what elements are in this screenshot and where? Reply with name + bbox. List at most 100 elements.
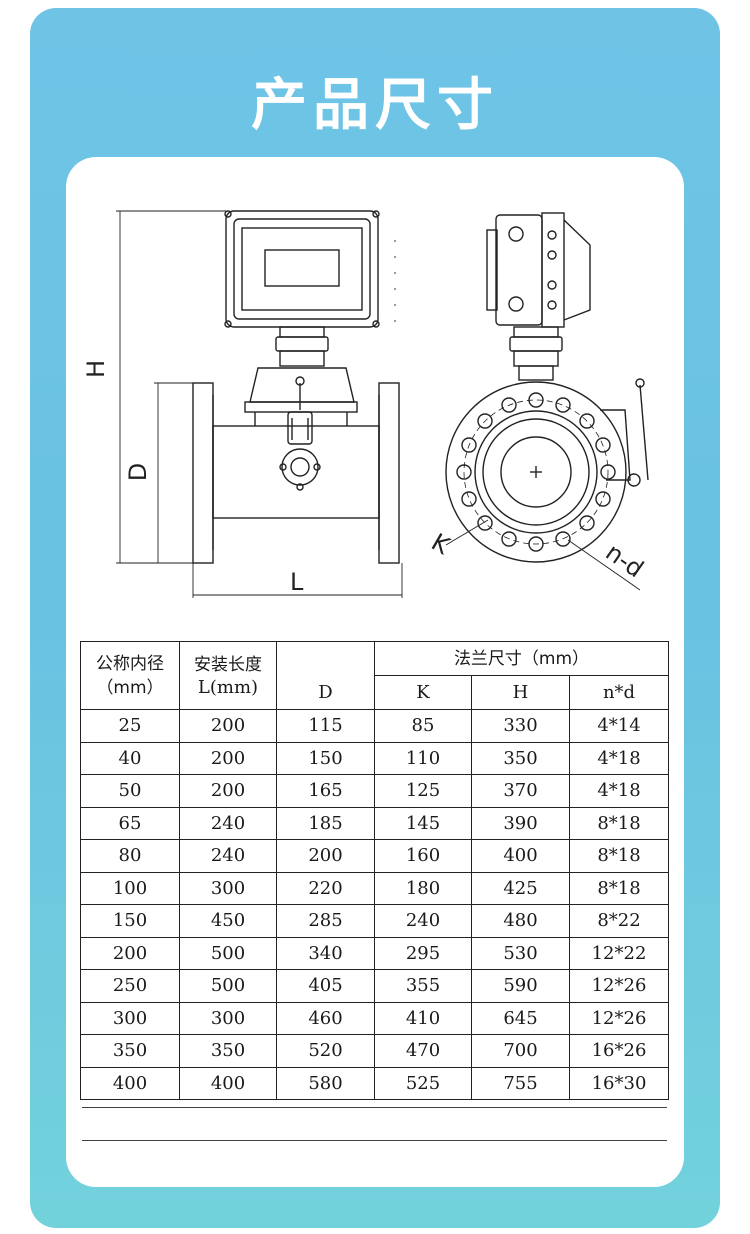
table-cell: 400 (471, 839, 570, 873)
table-cell: 755 (471, 1066, 570, 1100)
table-cell: 240 (374, 904, 472, 938)
divider (82, 1140, 667, 1141)
table-cell: 8*18 (569, 806, 669, 840)
table-cell: 525 (374, 1066, 472, 1100)
table-cell: 25 (80, 709, 180, 743)
table-cell: 295 (374, 936, 472, 970)
table-cell: 40 (80, 741, 180, 775)
table-cell: 125 (374, 774, 472, 808)
table-cell: 200 (179, 741, 277, 775)
table-cell: 590 (471, 969, 570, 1003)
dimension-lines (116, 210, 403, 598)
table-cell: 50 (80, 774, 180, 808)
table-cell: 100 (80, 871, 180, 905)
table-cell: 520 (276, 1034, 375, 1068)
table-cell: 145 (374, 806, 472, 840)
header-h: H (471, 675, 570, 710)
table-cell: 220 (276, 871, 375, 905)
header-install-length: 安装长度 L(mm) (179, 641, 277, 710)
table-cell: 580 (276, 1066, 375, 1100)
table-cell: 340 (276, 936, 375, 970)
table-cell: 150 (276, 741, 375, 775)
label-h: H (82, 360, 110, 378)
table-cell: 480 (471, 904, 570, 938)
table-cell: 450 (179, 904, 277, 938)
label-l: L (290, 568, 304, 596)
table-cell: 410 (374, 1001, 472, 1035)
table-cell: 65 (80, 806, 180, 840)
table-cell: 240 (179, 839, 277, 873)
table-cell: 8*18 (569, 839, 669, 873)
table-cell: 285 (276, 904, 375, 938)
label-k: K (427, 528, 456, 561)
table-cell: 425 (471, 871, 570, 905)
page-title: 产品尺寸 (251, 73, 499, 138)
table-cell: 700 (471, 1034, 570, 1068)
table-cell: 400 (179, 1066, 277, 1100)
table-cell: 185 (276, 806, 375, 840)
table-cell: 350 (179, 1034, 277, 1068)
divider (82, 1107, 667, 1108)
table-cell: 405 (276, 969, 375, 1003)
table-cell: 160 (374, 839, 472, 873)
table-cell: 16*30 (569, 1066, 669, 1100)
table-cell: 80 (80, 839, 180, 873)
table-cell: 200 (80, 936, 180, 970)
table-cell: 330 (471, 709, 570, 743)
table-cell: 250 (80, 969, 180, 1003)
table-cell: 85 (374, 709, 472, 743)
table-cell: 4*18 (569, 774, 669, 808)
table-cell: 500 (179, 969, 277, 1003)
table-cell: 8*22 (569, 904, 669, 938)
table-cell: 180 (374, 871, 472, 905)
spec-table: 公称内径 （mm） 安装长度 L(mm) 法兰尺寸（mm） D K H n*d … (80, 641, 669, 1100)
table-cell: 350 (471, 741, 570, 775)
table-cell: 645 (471, 1001, 570, 1035)
technical-drawing: H D L K n-d (82, 210, 649, 598)
table-cell: 370 (471, 774, 570, 808)
table-cell: 355 (374, 969, 472, 1003)
table-cell: 4*14 (569, 709, 669, 743)
table-cell: 470 (374, 1034, 472, 1068)
header-d: D (276, 675, 375, 710)
table-cell: 115 (276, 709, 375, 743)
table-cell: 200 (276, 839, 375, 873)
table-cell: 200 (179, 709, 277, 743)
table-cell: 390 (471, 806, 570, 840)
table-cell: 240 (179, 806, 277, 840)
table-cell: 12*26 (569, 1001, 669, 1035)
table-cell: 110 (374, 741, 472, 775)
table-cell: 200 (179, 774, 277, 808)
side-view (445, 212, 649, 591)
header-flange-size: 法兰尺寸（mm） (374, 641, 669, 676)
label-nd: n-d (600, 538, 648, 583)
table-cell: 300 (179, 871, 277, 905)
table-cell: 4*18 (569, 741, 669, 775)
table-cell: 350 (80, 1034, 180, 1068)
front-view (192, 210, 400, 564)
header-k: K (374, 675, 472, 710)
label-d: D (124, 463, 152, 481)
table-cell: 12*22 (569, 936, 669, 970)
table-cell: 500 (179, 936, 277, 970)
table-cell: 165 (276, 774, 375, 808)
table-cell: 460 (276, 1001, 375, 1035)
header-nominal-diameter: 公称内径 （mm） (80, 641, 180, 710)
table-cell: 300 (80, 1001, 180, 1035)
table-cell: 12*26 (569, 969, 669, 1003)
table-cell: 150 (80, 904, 180, 938)
table-cell: 16*26 (569, 1034, 669, 1068)
table-cell: 530 (471, 936, 570, 970)
